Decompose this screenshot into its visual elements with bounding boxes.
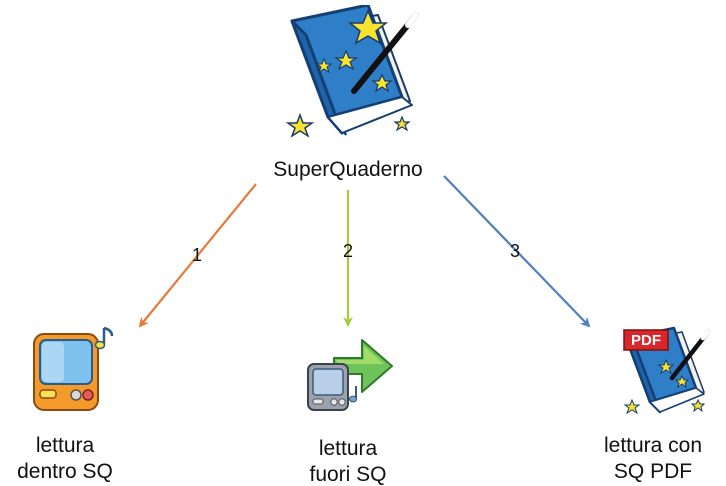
child-3-label-line1: lettura con: [603, 434, 703, 457]
child-3-label-line2: SQ PDF: [613, 460, 693, 483]
child-3-label: lettura con SQ PDF: [580, 433, 726, 485]
arrow-3: [443, 175, 591, 328]
child-2-label-line1: lettura: [318, 437, 378, 460]
child-2-label-line2: fuori SQ: [309, 463, 387, 486]
child-1-label-line2: dentro SQ: [17, 460, 113, 483]
arrow-1: [138, 183, 257, 328]
edge-label-1: 1: [192, 245, 203, 265]
pdf-book-icon[interactable]: PDF: [620, 326, 712, 418]
export-device-icon[interactable]: [304, 322, 396, 414]
magic-book-icon[interactable]: [284, 5, 426, 145]
child-1-label-line1: lettura: [35, 434, 95, 457]
child-2-label: lettura fuori SQ: [278, 436, 418, 486]
edge-label-3: 3: [510, 241, 521, 261]
pdf-badge-text: PDF: [631, 332, 661, 349]
media-player-icon[interactable]: [28, 324, 118, 416]
child-1-label: lettura dentro SQ: [0, 433, 130, 485]
edge-label-2: 2: [343, 241, 354, 261]
root-label: SuperQuaderno: [273, 158, 423, 181]
